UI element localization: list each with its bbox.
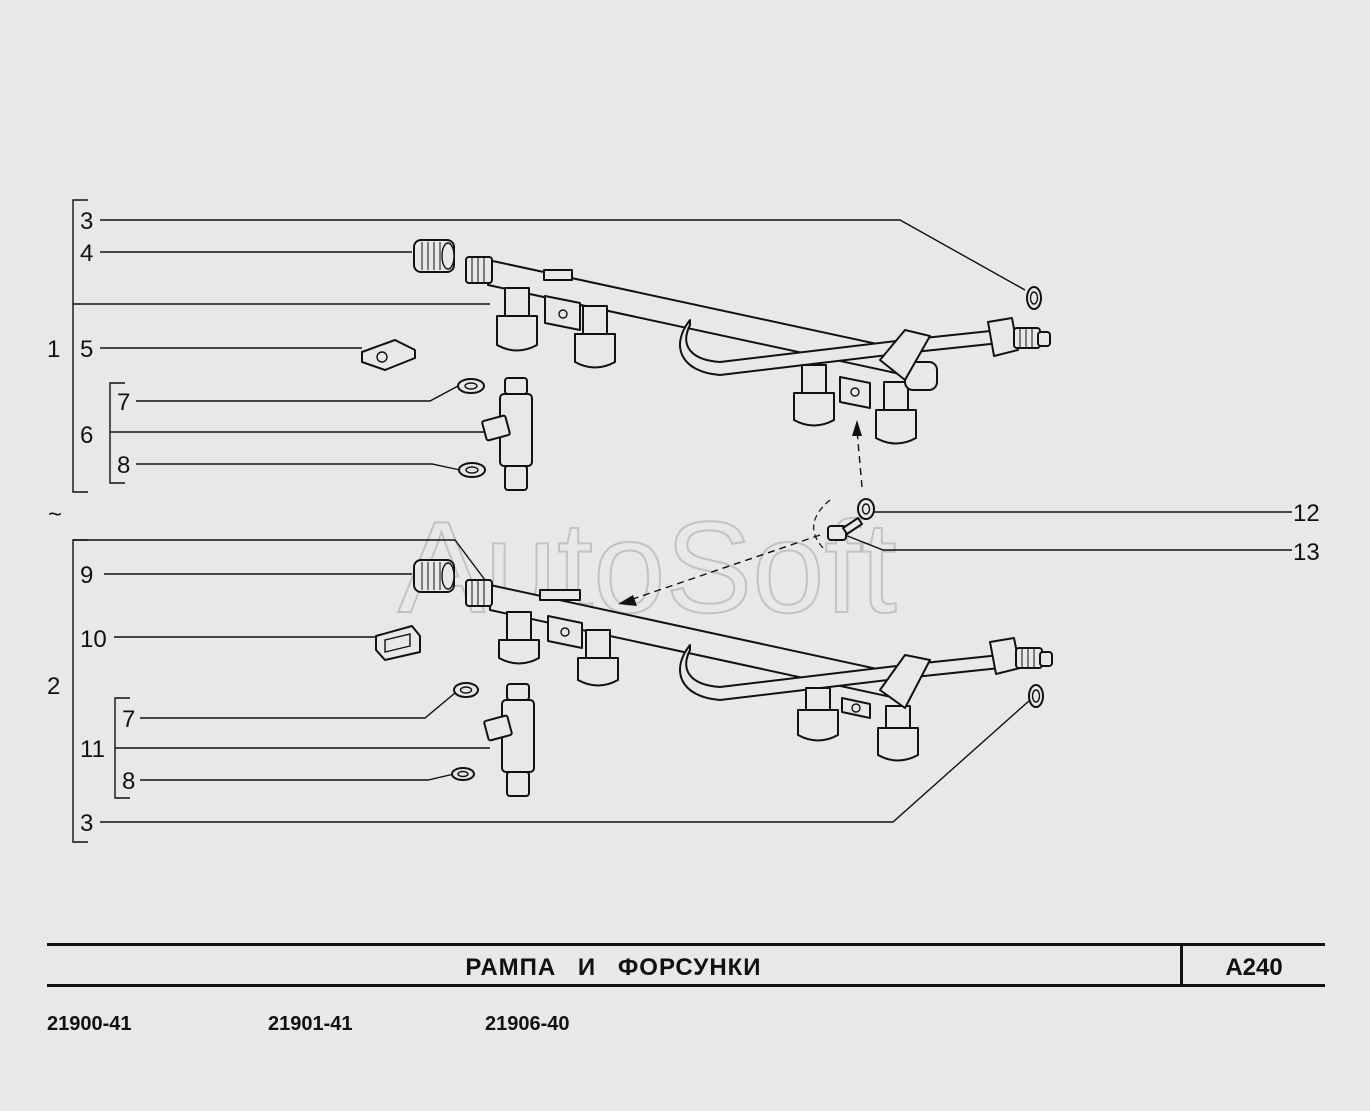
sheet-code: A240: [1225, 954, 1283, 981]
injector-11: [483, 683, 535, 797]
cap-9: [413, 559, 455, 593]
sheet-title: РАМПА И ФОРСУНКИ: [465, 954, 762, 981]
callout-3-bottom: 3: [80, 810, 93, 837]
o-ring-3-top: [1026, 286, 1042, 310]
callout-12: 12: [1293, 500, 1320, 527]
group-bracket-6: [109, 382, 488, 484]
watermark: AutoSoft: [398, 494, 897, 640]
clip-5: [361, 339, 416, 371]
model-code-3: 21906-40: [485, 1013, 570, 1035]
model-code-2: 21901-41: [268, 1013, 353, 1035]
screw-13: [827, 517, 863, 541]
assembly-direction-arrows: [618, 420, 863, 606]
cap-4: [413, 239, 455, 273]
callout-8-top: 8: [117, 452, 130, 479]
callout-13: 13: [1293, 539, 1320, 566]
fuel-rail-upper: [465, 256, 1051, 445]
callout-labels: 3 4 1 5 7 6 8 ~ 12 13 9 10 2 7 11 8 3: [47, 208, 1320, 837]
washer-12: [857, 498, 875, 520]
group-bracket-11: [114, 697, 490, 799]
callout-8-bottom: 8: [122, 768, 135, 795]
callout-6: 6: [80, 422, 93, 449]
o-ring-7-bottom: [453, 682, 479, 698]
clip-10: [375, 625, 421, 661]
callout-4: 4: [80, 240, 93, 267]
callout-7-top: 7: [117, 389, 130, 416]
injector-6: [481, 377, 533, 491]
callout-2: 2: [47, 673, 60, 700]
callout-3-top: 3: [80, 208, 93, 235]
o-ring-8-bottom: [451, 767, 475, 781]
callout-7-bottom: 7: [122, 706, 135, 733]
callout-9: 9: [80, 562, 93, 589]
callout-5: 5: [80, 336, 93, 363]
o-ring-8-top: [458, 462, 486, 478]
leader-lines: [100, 219, 1292, 823]
o-ring-7-top: [457, 378, 485, 394]
fuel-rail-lower: [465, 579, 1053, 762]
title-block: РАМПА И ФОРСУНКИ A240: [47, 943, 1325, 987]
callout-1: 1: [47, 336, 60, 363]
o-ring-3-bottom: [1028, 684, 1044, 708]
callout-10: 10: [80, 626, 107, 653]
group-bracket-1: [72, 199, 490, 493]
callout-11: 11: [80, 736, 105, 763]
model-code-1: 21900-41: [47, 1013, 132, 1035]
title-divider: [1180, 946, 1183, 984]
callout-tilde: ~: [48, 501, 62, 528]
